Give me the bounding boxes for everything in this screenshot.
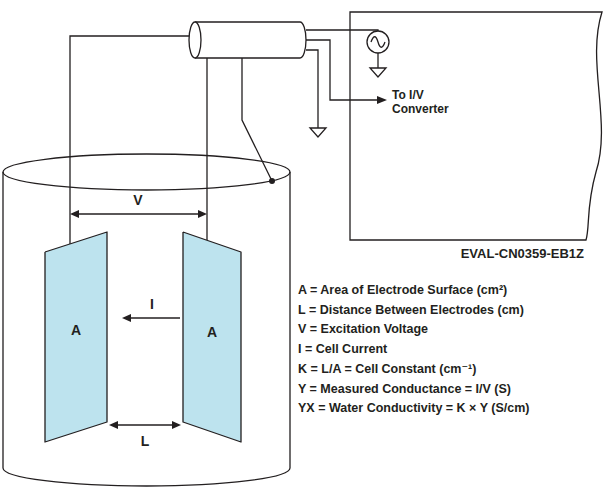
beaker-wall bbox=[3, 172, 290, 486]
arrowhead bbox=[109, 421, 118, 429]
voltage-arrow bbox=[78, 213, 199, 214]
signal-wire bbox=[306, 40, 379, 100]
shielded-cable bbox=[195, 22, 306, 58]
arrowhead bbox=[198, 210, 207, 218]
ground-wire bbox=[377, 53, 378, 68]
distance-arrow bbox=[117, 424, 173, 425]
sine-symbol bbox=[371, 37, 385, 48]
cable-end bbox=[189, 22, 201, 58]
definition-text: A = Area of Electrode Surface (cm²) bbox=[298, 283, 507, 298]
beaker-rim bbox=[3, 154, 290, 190]
electrode-plate: A bbox=[183, 232, 241, 442]
arrowhead bbox=[122, 314, 131, 322]
voltage-label: V bbox=[133, 192, 142, 209]
board-outline bbox=[350, 12, 602, 240]
signal-label: To I/V Converter bbox=[392, 88, 460, 117]
electrode-area-label: A bbox=[207, 324, 217, 341]
definition-text: Y = Measured Conductance = I/V (S) bbox=[298, 382, 511, 397]
arrowhead bbox=[172, 421, 181, 429]
ground-wire bbox=[306, 50, 318, 128]
electrode-plate: A bbox=[45, 232, 107, 442]
electrode-area-label: A bbox=[71, 322, 81, 339]
current-arrow bbox=[130, 317, 180, 318]
arrowhead bbox=[377, 96, 387, 104]
eval-board-outline bbox=[350, 12, 608, 240]
distance-label: L bbox=[141, 433, 150, 450]
ground-symbol bbox=[370, 68, 386, 77]
plate-shape bbox=[45, 232, 107, 442]
definition-text: K = L/A = Cell Constant (cm⁻¹) bbox=[298, 362, 476, 377]
definition-text: L = Distance Between Electrodes (cm) bbox=[298, 303, 524, 318]
definition-text: I = Cell Current bbox=[298, 342, 387, 357]
plate-shape bbox=[183, 232, 241, 442]
current-label: I bbox=[150, 296, 154, 313]
electrode-wire bbox=[206, 58, 207, 240]
eval-board: EVAL-CN0359-EB1Z bbox=[350, 12, 608, 240]
definition-text: V = Excitation Voltage bbox=[298, 322, 428, 337]
ground-symbol bbox=[310, 128, 326, 137]
junction-dot bbox=[269, 178, 275, 184]
board-name: EVAL-CN0359-EB1Z bbox=[461, 246, 584, 262]
excitation-wire bbox=[306, 30, 378, 31]
arrowhead bbox=[70, 210, 79, 218]
ac-source-symbol bbox=[367, 31, 389, 53]
definition-text: YX = Water Conductivity = K × Y (S/cm) bbox=[298, 401, 529, 416]
electrode-wire bbox=[70, 36, 189, 244]
shield-wire bbox=[242, 58, 272, 181]
